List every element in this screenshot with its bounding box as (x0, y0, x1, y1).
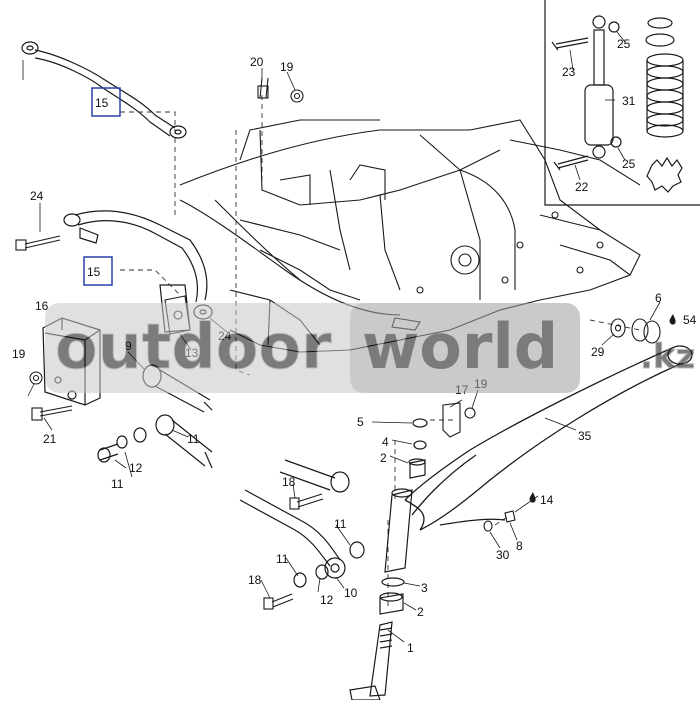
main-link-rod (239, 459, 365, 588)
callout-8: 8 (516, 539, 523, 553)
bolt-20 (257, 77, 269, 99)
shock-bottom-eye (592, 145, 606, 159)
bolt-18-upper (289, 493, 324, 510)
spring-retainer (646, 156, 683, 193)
callout-box-15-lower (83, 256, 113, 286)
shock-inset (544, 0, 700, 206)
watermark: outdoor world .kz (45, 303, 696, 393)
callout-6: 6 (655, 291, 662, 305)
bolt-23 (551, 37, 589, 51)
spring (645, 17, 684, 138)
watermark-text-left: outdoor (55, 310, 332, 383)
callout-2-upper: 2 (380, 451, 387, 465)
callout-15-upper: 15 (95, 96, 109, 110)
inset-border (544, 0, 700, 206)
lubricant-icons (529, 314, 676, 503)
callout-2-lower: 2 (417, 605, 424, 619)
watermark-suffix: .kz (640, 337, 695, 377)
left-link-assembly (97, 414, 213, 469)
bolt-24-left (15, 235, 61, 251)
callout-35: 35 (578, 429, 592, 443)
callout-11-c: 11 (334, 517, 347, 531)
callout-19-left: 19 (12, 347, 26, 361)
callout-25-bottom: 25 (622, 157, 636, 171)
nut-19-left (29, 371, 43, 385)
callout-54: 54 (683, 313, 697, 327)
nut-19-top (290, 89, 304, 103)
callout-12-b: 12 (320, 593, 334, 607)
spindle-assembly (349, 418, 428, 701)
callout-21: 21 (43, 432, 57, 446)
nut-25-bottom (610, 136, 622, 148)
callout-15-lower: 15 (87, 265, 101, 279)
callout-18-upper: 18 (282, 475, 296, 489)
grease-drop-icon (529, 492, 536, 503)
callout-24-left: 24 (30, 189, 44, 203)
callout-12-a: 12 (129, 461, 143, 475)
shock-top-eye (592, 15, 606, 29)
callout-1: 1 (407, 641, 414, 655)
callout-20: 20 (250, 55, 264, 69)
callout-11-d: 11 (276, 552, 289, 566)
callout-4: 4 (382, 435, 389, 449)
watermark-banner-right (350, 303, 580, 393)
callout-29: 29 (591, 345, 605, 359)
watermark-text-right: world (362, 310, 558, 383)
shock-rod (593, 29, 605, 86)
callout-14: 14 (540, 493, 554, 507)
part-17-bracket (442, 402, 476, 438)
callout-5: 5 (357, 415, 364, 429)
callout-23: 23 (562, 65, 576, 79)
part-15-upper-arm (21, 41, 187, 139)
grease-drop-icon (669, 314, 676, 325)
shock-body (584, 84, 614, 146)
nut-25-top (608, 21, 620, 33)
callout-3: 3 (421, 581, 428, 595)
pivot-hardware (483, 318, 661, 532)
callout-25-top: 25 (617, 37, 631, 51)
callout-22: 22 (575, 180, 589, 194)
callout-31: 31 (622, 94, 636, 108)
bolt-18-lower (263, 593, 294, 610)
callout-16: 16 (35, 299, 49, 313)
bolt-22 (553, 155, 589, 171)
callout-11-b: 11 (111, 477, 124, 491)
callout-18-lower: 18 (248, 573, 262, 587)
bolt-21 (31, 405, 73, 421)
callout-19-top: 19 (280, 60, 294, 74)
callout-box-15-upper (91, 87, 121, 117)
callout-10: 10 (344, 586, 358, 600)
callout-11-a: 11 (187, 432, 200, 446)
part-35-trailing-arm (404, 345, 693, 531)
callout-30: 30 (496, 548, 510, 562)
